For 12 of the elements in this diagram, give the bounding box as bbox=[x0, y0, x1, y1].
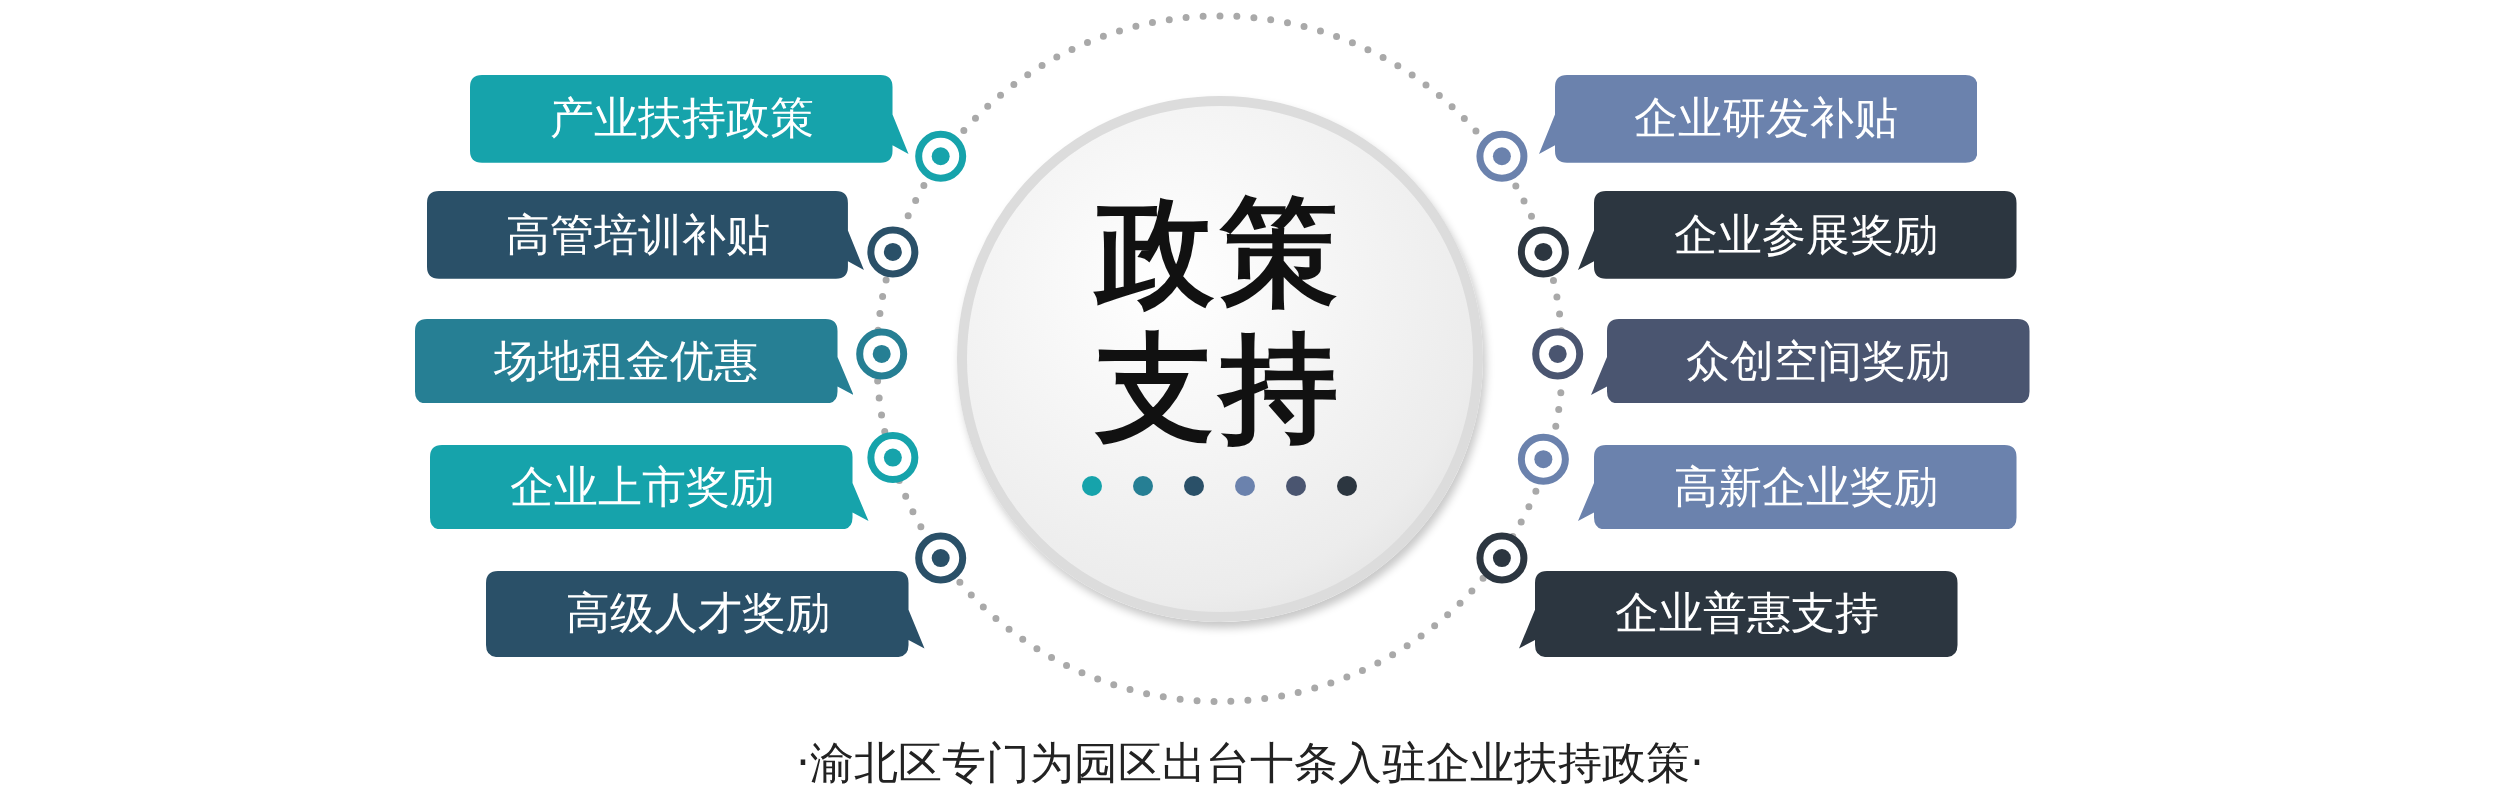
callout-box: 企业普惠支持 bbox=[1519, 570, 1958, 657]
center-circle: 政策支持 bbox=[956, 95, 1483, 622]
callout-box: 产业扶持政策 bbox=[470, 74, 909, 163]
caption: ·渝北区专门为园区出台十条入驻企业扶持政策· bbox=[795, 736, 1705, 791]
callout-box: 高管培训补贴 bbox=[427, 191, 865, 279]
callout-box: 高新企业奖励 bbox=[1578, 444, 2017, 530]
callout-box: 场地租金优惠 bbox=[414, 318, 854, 404]
callout-box: 企业参展奖励 bbox=[1578, 191, 2017, 279]
callout-box: 企业上市奖励 bbox=[430, 444, 869, 530]
callout-box: 高级人才奖励 bbox=[486, 570, 925, 657]
callout-box: 企业研发补贴 bbox=[1538, 74, 1977, 163]
callout-box: 众创空间奖励 bbox=[1591, 318, 2030, 404]
